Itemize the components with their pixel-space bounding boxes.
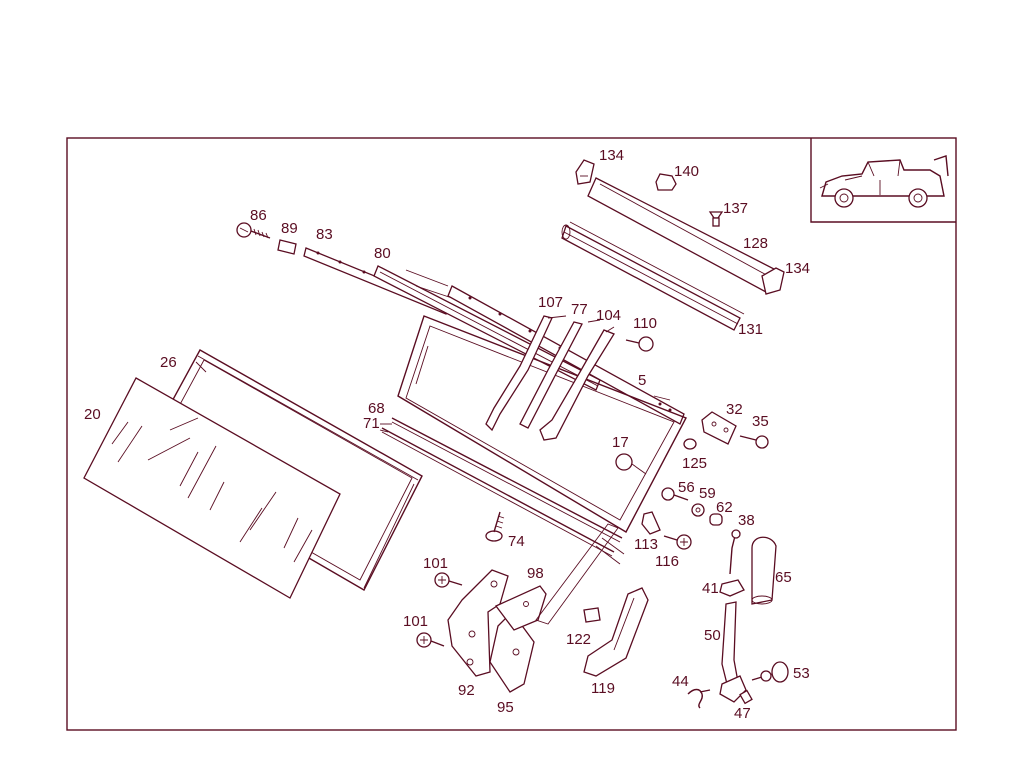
bolt-53	[751, 661, 789, 683]
label-140: 140	[674, 163, 699, 180]
bracket-107	[485, 315, 553, 432]
label-71: 71	[363, 415, 380, 432]
label-107: 107	[538, 294, 563, 311]
cap-125	[683, 438, 697, 450]
screw-116	[663, 534, 692, 550]
screw-86	[236, 222, 271, 239]
channel-119	[583, 587, 649, 677]
label-32: 32	[726, 401, 743, 418]
seal-rail-131	[561, 221, 745, 331]
bracket-77	[519, 321, 583, 429]
guide-block-32	[701, 411, 737, 445]
spring-44	[687, 688, 711, 709]
bolt-56	[661, 487, 689, 501]
clip-89	[277, 239, 297, 255]
label-59: 59	[699, 485, 716, 502]
label-86: 86	[250, 207, 267, 224]
label-119: 119	[591, 680, 615, 697]
label-62: 62	[716, 499, 733, 516]
label-104: 104	[596, 307, 621, 324]
label-26: 26	[160, 354, 177, 371]
rod-38	[729, 529, 741, 575]
bracket-104	[539, 329, 615, 441]
screw-74	[485, 511, 505, 542]
nut-41	[719, 579, 745, 597]
rail-end-piece	[595, 537, 625, 565]
label-53: 53	[793, 665, 810, 682]
screw-35	[739, 435, 769, 449]
vehicle-inset	[810, 138, 956, 223]
strip-80	[373, 265, 601, 391]
label-41: 41	[702, 580, 719, 597]
label-35: 35	[752, 413, 769, 430]
label-83: 83	[316, 226, 333, 243]
label-137: 137	[723, 200, 748, 217]
glass-20	[83, 377, 341, 599]
label-38: 38	[738, 512, 755, 529]
end-cap-134-bottom	[761, 267, 785, 295]
label-95: 95	[497, 699, 514, 716]
boot-65	[751, 536, 777, 605]
washer-59	[691, 503, 705, 517]
pin-47	[739, 689, 753, 705]
label-131: 131	[738, 321, 763, 338]
label-44: 44	[672, 673, 689, 690]
label-80: 80	[374, 245, 391, 262]
clip-140	[655, 173, 677, 191]
screw-101-upper	[434, 572, 463, 588]
label-89: 89	[281, 220, 298, 237]
label-74: 74	[508, 533, 525, 550]
screw-101-lower	[416, 632, 445, 648]
plug-137	[708, 211, 724, 227]
label-134-top: 134	[599, 147, 624, 164]
label-20: 20	[84, 406, 101, 423]
crank-arm-50	[719, 601, 747, 703]
end-cap-134-top	[575, 159, 595, 185]
label-50: 50	[704, 627, 721, 644]
label-134-bottom: 134	[785, 260, 810, 277]
screw-110	[625, 336, 654, 352]
label-77: 77	[571, 301, 588, 318]
label-56: 56	[678, 479, 695, 496]
label-116: 116	[655, 553, 679, 570]
label-5: 5	[638, 372, 646, 389]
guide-rod-71	[381, 427, 615, 557]
clip-122	[583, 607, 601, 623]
diagram-border	[66, 137, 957, 731]
vehicle-icon	[819, 155, 949, 208]
window-frame-5	[397, 315, 687, 533]
label-113: 113	[634, 536, 658, 553]
bushing-62	[709, 513, 723, 526]
label-122: 122	[566, 631, 591, 648]
label-65: 65	[775, 569, 792, 586]
hinge-plate-92	[447, 569, 509, 677]
clip-113	[641, 511, 661, 535]
label-47: 47	[734, 705, 751, 722]
guide-rod-68	[391, 417, 623, 543]
label-110: 110	[633, 315, 657, 332]
lower-guide-panel	[535, 523, 619, 625]
part-labels: 134 140 137 128 134 131 86 89 83 80 107 …	[84, 147, 810, 722]
plate-98	[494, 585, 547, 631]
bumper-17	[615, 453, 647, 475]
label-125: 125	[682, 455, 707, 472]
label-68: 68	[368, 400, 385, 417]
leader-lines	[195, 269, 671, 433]
label-101-lower: 101	[403, 613, 428, 630]
label-17: 17	[612, 434, 629, 451]
label-128: 128	[743, 235, 768, 252]
label-98: 98	[527, 565, 544, 582]
label-101-upper: 101	[423, 555, 448, 572]
label-92: 92	[458, 682, 475, 699]
